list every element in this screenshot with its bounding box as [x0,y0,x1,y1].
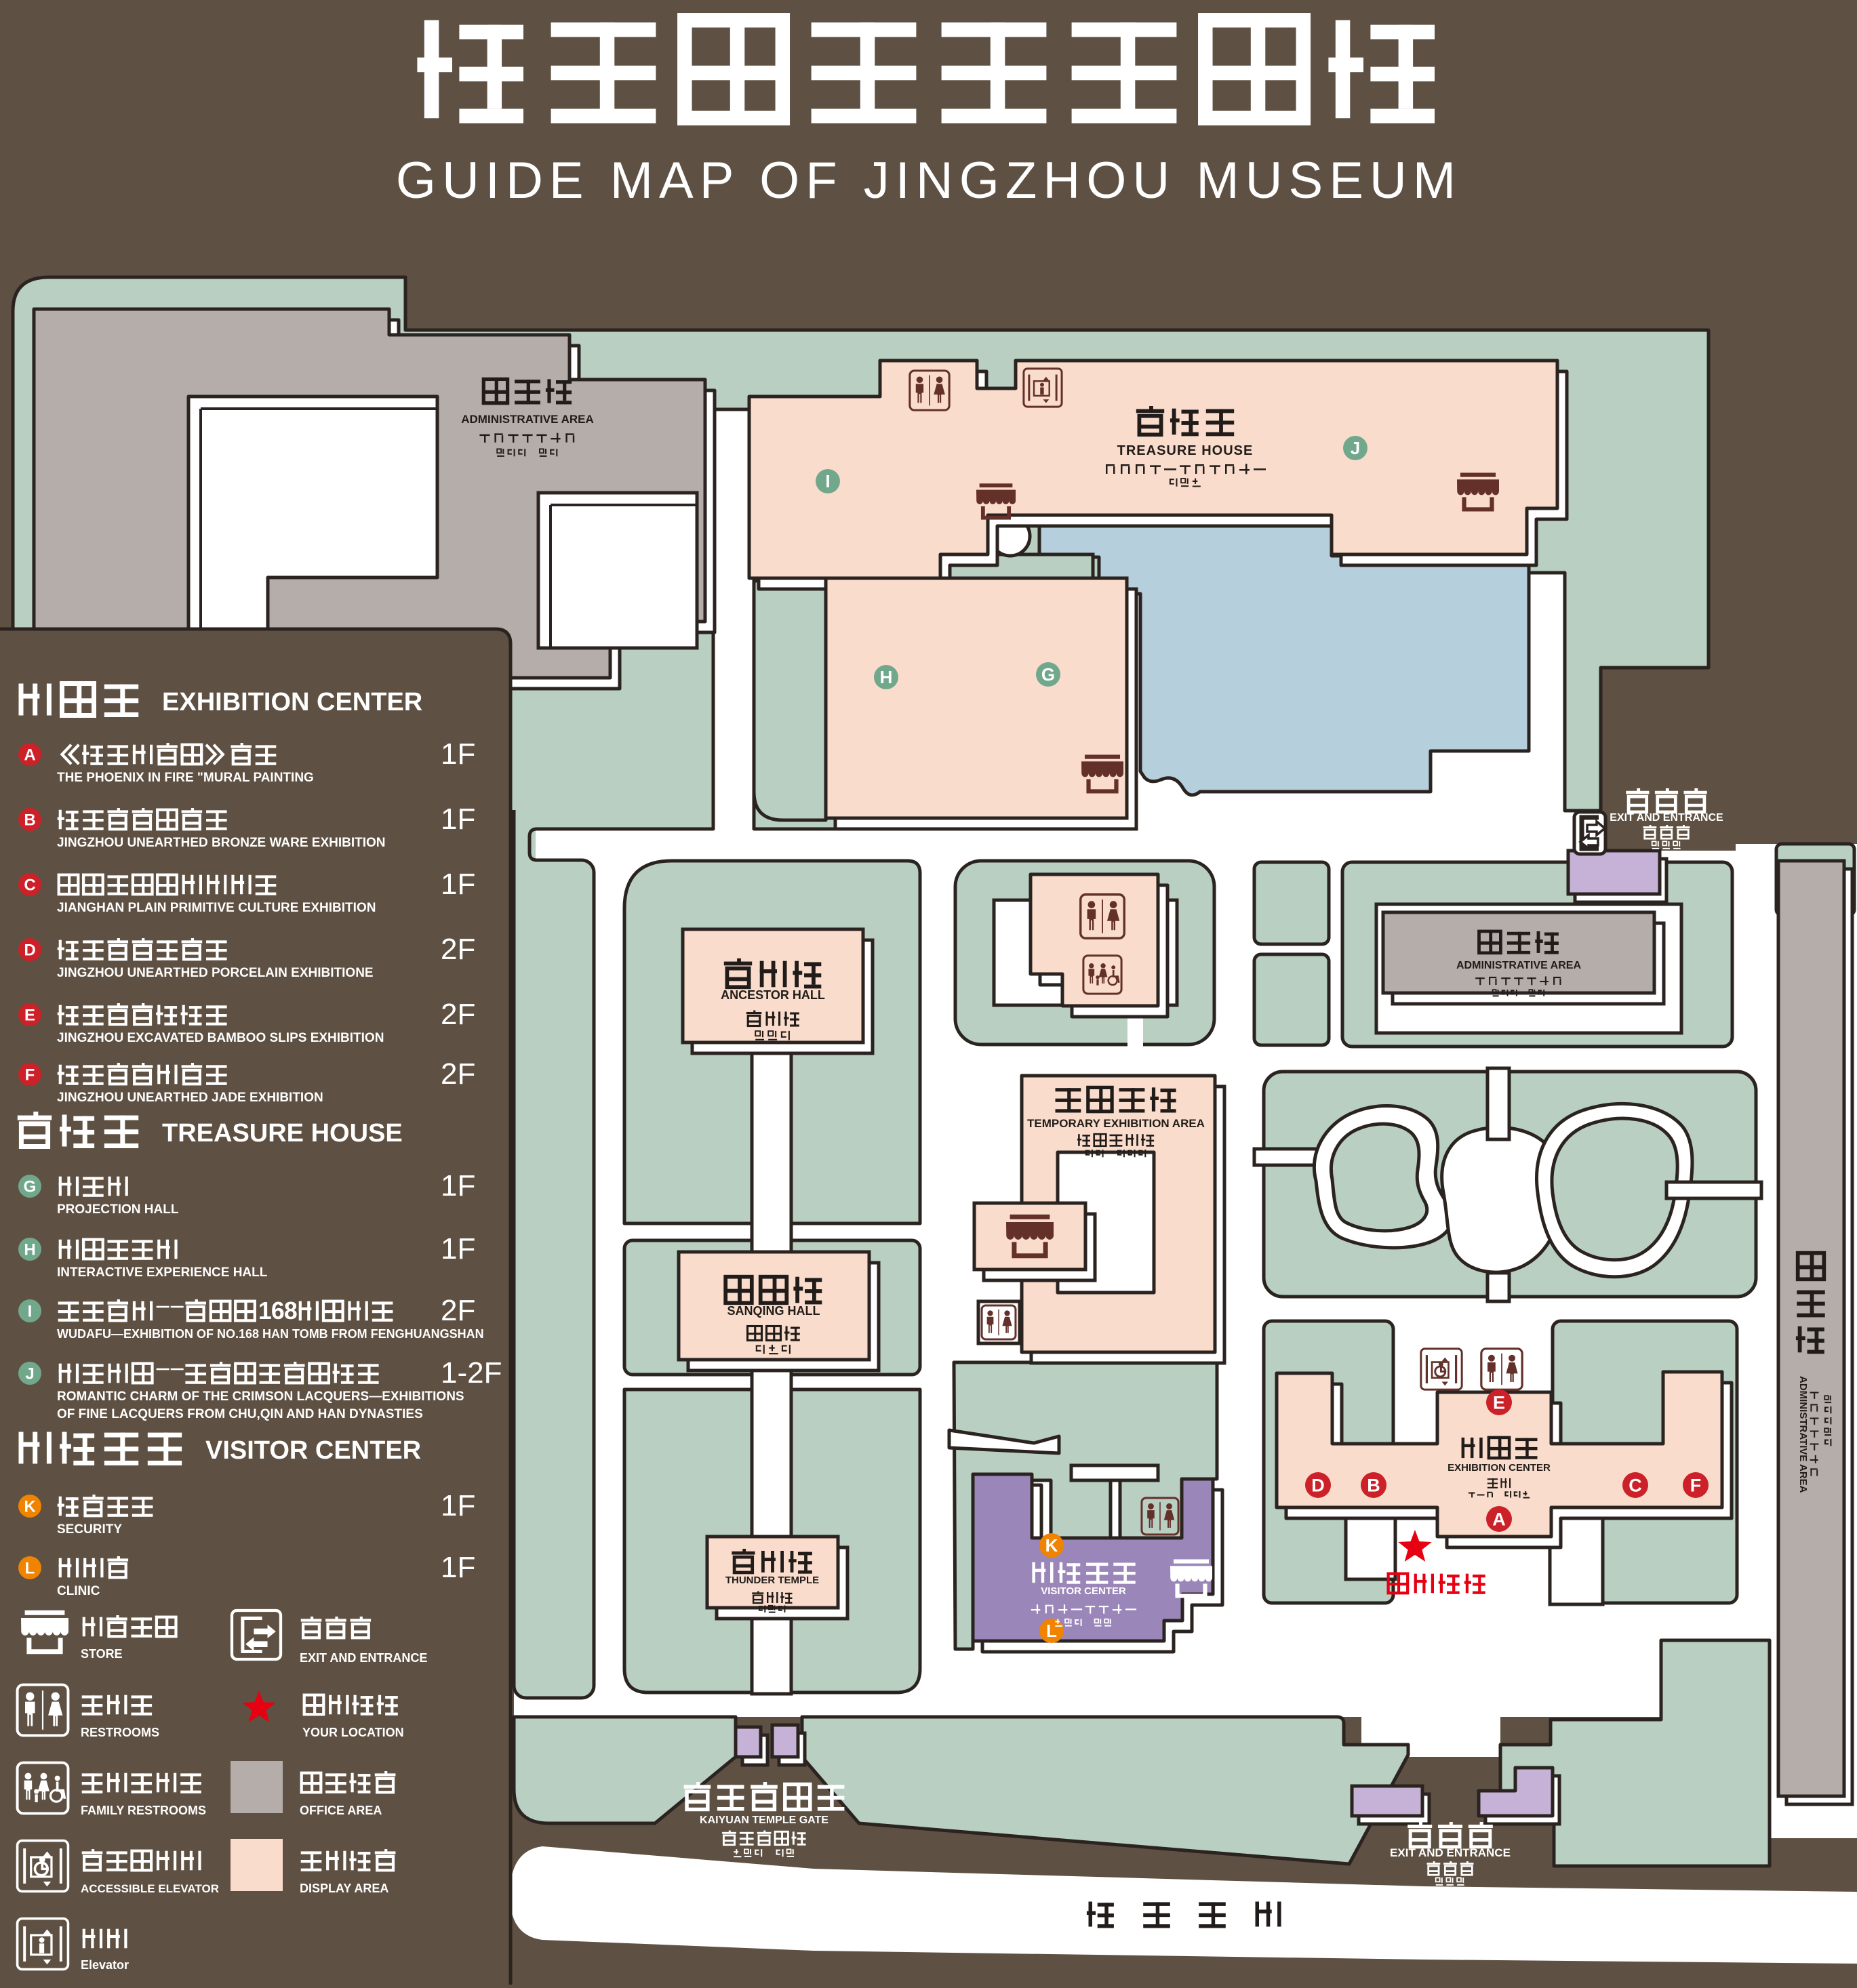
svg-text:OF FINE LACQUERS FROM CHU,QIN: OF FINE LACQUERS FROM CHU,QIN AND HAN DY… [57,1407,423,1421]
svg-text:JINGZHOU EXCAVATED BAMBOO SLIP: JINGZHOU EXCAVATED BAMBOO SLIPS EXHIBITI… [57,1031,384,1045]
svg-text:A: A [1492,1509,1506,1529]
svg-text:ACCESSIBLE ELEVATOR: ACCESSIBLE ELEVATOR [81,1882,219,1895]
svg-text:G: G [1041,664,1055,685]
svg-text:1F: 1F [441,1551,475,1584]
svg-text:E: E [24,1006,35,1024]
svg-text:B: B [1367,1475,1380,1495]
svg-text:STORE: STORE [81,1647,123,1661]
svg-text:INTERACTIVE EXPERIENCE HALL: INTERACTIVE EXPERIENCE HALL [57,1265,268,1280]
svg-text:1F: 1F [441,1232,475,1265]
svg-text:K: K [24,1497,36,1516]
svg-text:YOUR LOCATION: YOUR LOCATION [302,1726,404,1739]
svg-text:EXIT AND ENTRANCE: EXIT AND ENTRANCE [1390,1846,1511,1859]
svg-text:K: K [1045,1535,1058,1556]
svg-text:L: L [1046,1621,1057,1641]
svg-text:2F: 2F [441,1057,475,1091]
svg-text:8: 8 [284,1297,298,1324]
svg-text:KAIYUAN TEMPLE GATE: KAIYUAN TEMPLE GATE [700,1814,828,1826]
svg-text:FAMILY RESTROOMS: FAMILY RESTROOMS [81,1804,206,1817]
svg-text:JINGZHOU UNEARTHED JADE EXHIBI: JINGZHOU UNEARTHED JADE EXHIBITION [57,1091,323,1105]
svg-text:J: J [1351,438,1360,458]
svg-text:TREASURE HOUSE: TREASURE HOUSE [162,1119,403,1148]
svg-text:C: C [24,876,35,894]
svg-text:JINGZHOU UNEARTHED PORCELAIN E: JINGZHOU UNEARTHED PORCELAIN EXHIBITIONE [57,966,374,980]
svg-text:EXIT AND ENTRANCE: EXIT AND ENTRANCE [300,1651,427,1665]
svg-text:RESTROOMS: RESTROOMS [81,1726,159,1739]
svg-text:1F: 1F [441,1169,475,1202]
svg-text:ANCESTOR HALL: ANCESTOR HALL [721,988,825,1002]
svg-text:Elevator: Elevator [81,1958,129,1972]
svg-text:EXHIBITION CENTER: EXHIBITION CENTER [162,688,422,716]
svg-text:1F: 1F [441,868,475,901]
svg-text:F: F [1690,1475,1702,1495]
svg-text:ADMINISTRATIVE AREA: ADMINISTRATIVE AREA [1797,1376,1809,1493]
svg-text:ADMINISTRATIVE AREA: ADMINISTRATIVE AREA [1456,960,1581,971]
svg-text:VISITOR CENTER: VISITOR CENTER [205,1436,421,1465]
svg-text:2F: 2F [441,933,475,966]
svg-text:JINGZHOU UNEARTHED BRONZE WARE: JINGZHOU UNEARTHED BRONZE WARE EXHIBITIO… [57,836,386,850]
svg-text:H: H [880,667,893,687]
svg-text:B: B [24,811,35,829]
svg-text:I: I [28,1302,33,1320]
svg-text:E: E [1493,1392,1505,1413]
svg-text:G: G [24,1177,37,1196]
svg-text:GUIDE MAP OF JINGZHOU MUSEUM: GUIDE MAP OF JINGZHOU MUSEUM [396,152,1462,209]
svg-text:THUNDER TEMPLE: THUNDER TEMPLE [725,1575,819,1586]
svg-text:6: 6 [271,1297,285,1324]
svg-text:JIANGHAN PLAIN PRIMITIVE CULTU: JIANGHAN PLAIN PRIMITIVE CULTURE EXHIBIT… [57,901,376,915]
svg-text:1: 1 [258,1297,272,1324]
svg-text:EXHIBITION CENTER: EXHIBITION CENTER [1447,1462,1551,1474]
svg-text:VISITOR CENTER: VISITOR CENTER [1041,1585,1126,1597]
svg-text:D: D [24,941,35,959]
svg-text:L: L [25,1559,35,1577]
svg-text:THE PHOENIX IN FIRE "MURAL PAI: THE PHOENIX IN FIRE "MURAL PAINTING [57,771,314,785]
svg-text:1-2F: 1-2F [441,1356,502,1389]
svg-text:2F: 2F [441,998,475,1031]
svg-text:J: J [25,1364,34,1383]
svg-text:PROJECTION HALL: PROJECTION HALL [57,1202,179,1217]
svg-text:H: H [24,1240,35,1259]
svg-text:CLINIC: CLINIC [57,1584,100,1598]
svg-text:1F: 1F [441,1489,475,1522]
svg-text:TEMPORARY EXHIBITION AREA: TEMPORARY EXHIBITION AREA [1027,1117,1205,1130]
svg-text:ROMANTIC CHARM OF THE CRIMSON: ROMANTIC CHARM OF THE CRIMSON LACQUERS—E… [57,1389,464,1404]
svg-text:DISPLAY AREA: DISPLAY AREA [300,1882,388,1895]
svg-text:SANQING HALL: SANQING HALL [727,1304,820,1318]
svg-text:SECURITY: SECURITY [57,1522,122,1537]
svg-text:A: A [24,746,35,764]
svg-text:TREASURE HOUSE: TREASURE HOUSE [1117,443,1254,458]
svg-text:2F: 2F [441,1294,475,1327]
svg-text:F: F [25,1066,35,1084]
svg-text:1F: 1F [441,737,475,771]
svg-text:C: C [1629,1475,1642,1495]
svg-text:OFFICE AREA: OFFICE AREA [300,1804,382,1817]
svg-text:I: I [825,471,830,491]
svg-text:WUDAFU—EXHIBITION OF NO.168 HA: WUDAFU—EXHIBITION OF NO.168 HAN TOMB FRO… [57,1327,484,1341]
svg-text:ADMINISTRATIVE AREA: ADMINISTRATIVE AREA [461,413,594,426]
svg-text:D: D [1311,1475,1325,1495]
svg-text:1F: 1F [441,803,475,836]
svg-text:EXIT AND ENTRANCE: EXIT AND ENTRANCE [1610,812,1723,824]
